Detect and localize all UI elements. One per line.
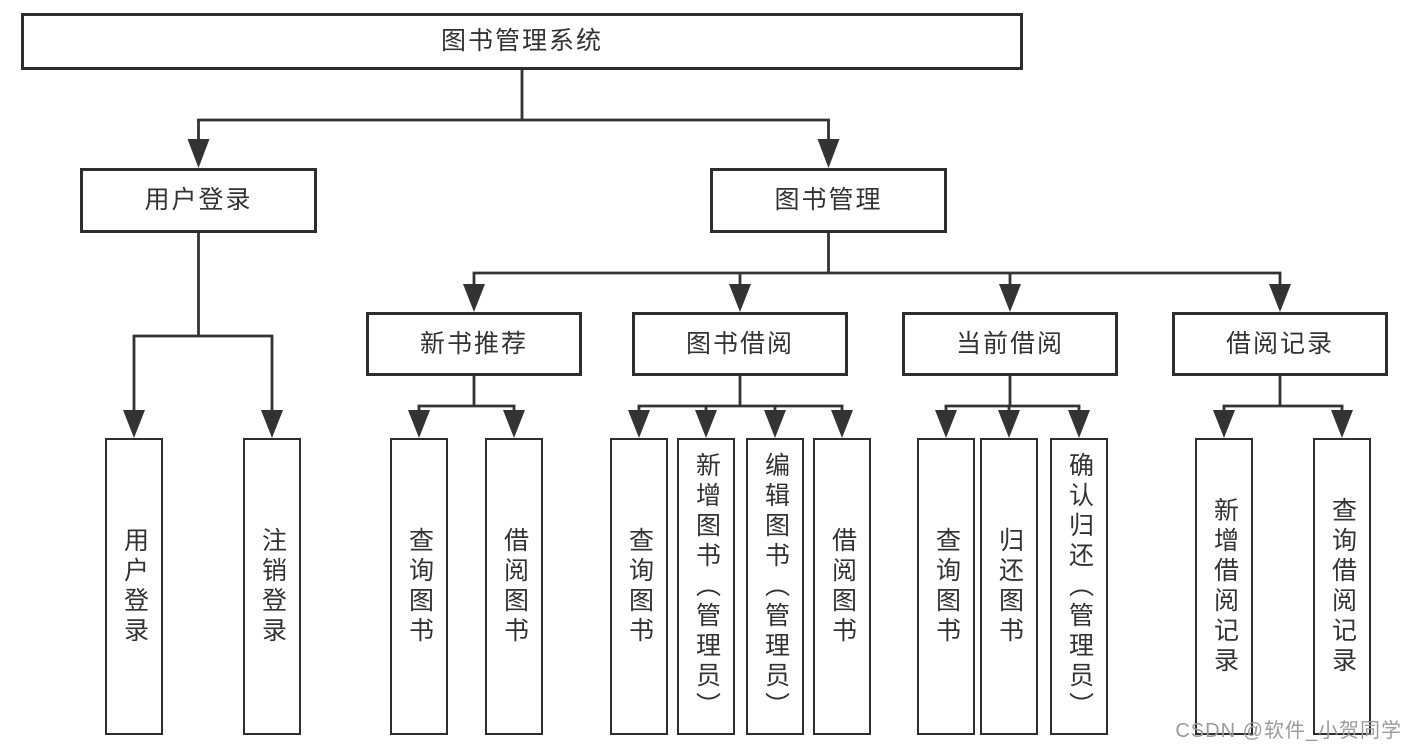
csdn-watermark: CSDN @软件_小贺同学 <box>1175 720 1402 742</box>
node-user-login: 用户登录 <box>80 168 317 233</box>
node-book-borrow: 图书借阅 <box>632 312 848 376</box>
leaf-query-books-current: 查询图书 <box>917 438 975 735</box>
node-root-system: 图书管理系统 <box>21 13 1023 70</box>
leaf-borrow-books-recommend: 借阅图书 <box>485 438 543 735</box>
leaf-query-books-recommend: 查询图书 <box>390 438 448 735</box>
node-book-management: 图书管理 <box>710 168 947 233</box>
leaf-edit-book-admin: 编辑图书（管理员） <box>746 438 804 735</box>
leaf-confirm-return-admin: 确认归还（管理员） <box>1050 438 1108 735</box>
leaf-add-book-admin: 新增图书（管理员） <box>677 438 735 735</box>
node-current-borrow: 当前借阅 <box>902 312 1118 376</box>
leaf-query-books-borrow: 查询图书 <box>610 438 668 735</box>
arrowheads <box>123 139 1353 438</box>
node-new-book-recommend: 新书推荐 <box>366 312 582 376</box>
leaf-add-borrow-record: 新增借阅记录 <box>1195 438 1253 735</box>
leaf-query-borrow-record: 查询借阅记录 <box>1313 438 1371 735</box>
leaf-return-books: 归还图书 <box>980 438 1038 735</box>
leaf-logout-login: 注销登录 <box>243 438 301 735</box>
leaf-borrow-books: 借阅图书 <box>813 438 871 735</box>
node-borrow-records: 借阅记录 <box>1172 312 1388 376</box>
leaf-user-login: 用户登录 <box>105 438 163 735</box>
